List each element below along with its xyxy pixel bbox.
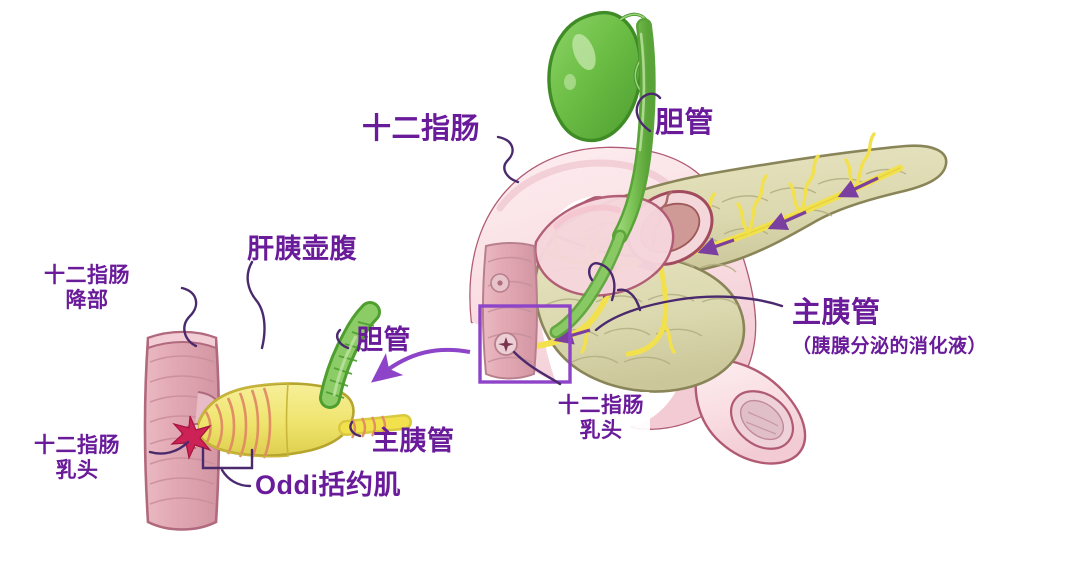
label-bile-duct-inset: 胆管 bbox=[356, 325, 411, 355]
magnification-box bbox=[478, 304, 572, 384]
label-main-pancreatic-duct-inset: 主胰管 bbox=[372, 426, 455, 456]
label-duodenum: 十二指肠 bbox=[362, 113, 481, 145]
gallbladder-structure bbox=[547, 11, 652, 143]
label-bile-duct-top: 胆管 bbox=[655, 107, 715, 139]
label-main-pancreatic-duct: 主胰管 bbox=[786, 294, 887, 333]
main-illustration bbox=[370, 11, 948, 465]
label-sphincter-of-oddi: Oddi括约肌 bbox=[255, 470, 401, 500]
inset-bile-duct bbox=[319, 301, 381, 409]
inset-papilla bbox=[170, 415, 212, 460]
pancreas-structure bbox=[517, 132, 948, 393]
inset-ampulla bbox=[196, 382, 355, 459]
duodenal-wall-window bbox=[482, 242, 538, 380]
label-hepatopancreatic-ampulla: 肝胰壶腹 bbox=[247, 234, 357, 264]
label-duodenal-papilla-center: 十二指肠 乳头 bbox=[552, 392, 650, 446]
sphincter-bracket bbox=[201, 446, 254, 470]
leader-lines-inset bbox=[148, 260, 362, 488]
duodenum-cut-end bbox=[694, 358, 807, 465]
label-duodenum-descending: 十二指肠 降部 bbox=[44, 264, 130, 312]
label-duodenal-papilla-left: 十二指肠 乳头 bbox=[34, 434, 120, 482]
label-main-pancreatic-duct-note: （胰腺分泌的消化液） bbox=[786, 334, 994, 361]
inset-illustration bbox=[143, 260, 412, 531]
common-bile-duct-structure bbox=[549, 18, 656, 339]
zoom-arrow bbox=[370, 347, 471, 383]
leader-lines-main bbox=[496, 92, 784, 386]
